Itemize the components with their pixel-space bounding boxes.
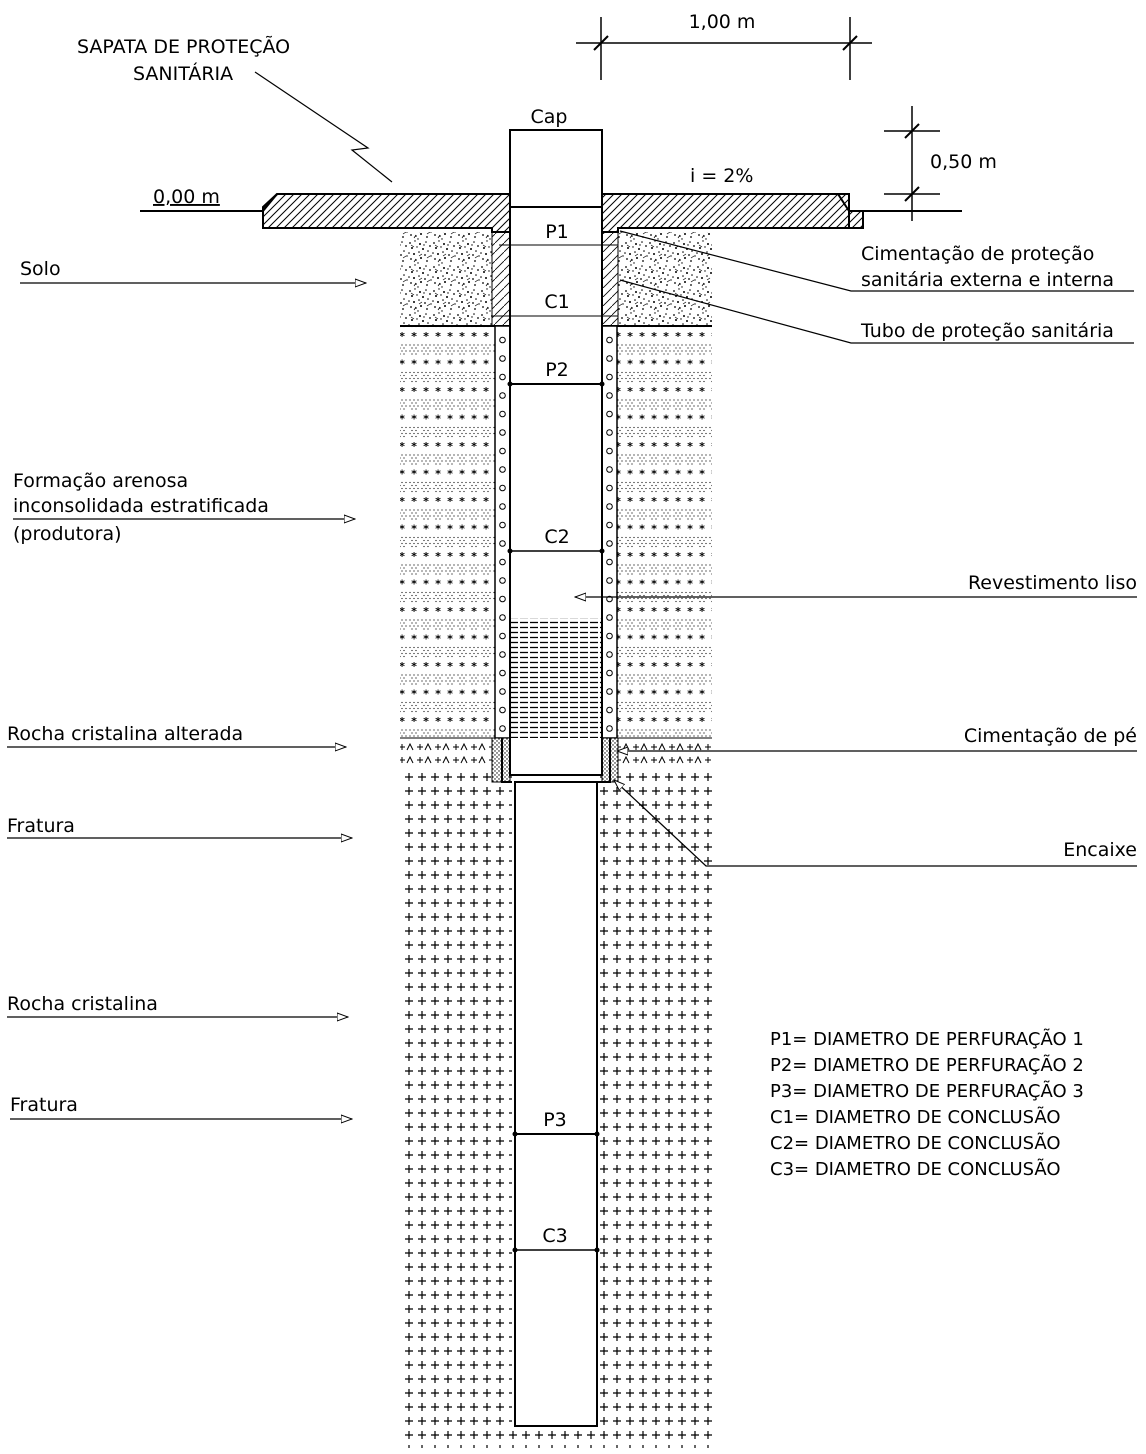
gravel-circle	[499, 392, 506, 399]
gravel-circle	[606, 447, 613, 455]
sanitary-grout-left	[491, 231, 511, 327]
gravel-circle	[606, 392, 613, 399]
gravel-circle	[606, 373, 613, 381]
gravel-circle	[499, 410, 506, 418]
gravel-circle	[606, 669, 613, 677]
sapata-label-line2: SANITÁRIA	[133, 62, 233, 85]
legend-p1: P1= DIAMETRO DE PERFURAÇÃO 1	[770, 1028, 1084, 1050]
ground-level-label: 0,00 m	[153, 186, 220, 208]
gravel-circle	[606, 577, 613, 584]
width-dimension: 1,00 m	[689, 11, 756, 33]
label-cimentacao-protecao-1: Cimentação de proteção	[861, 243, 1094, 265]
legend-p3: P3= DIAMETRO DE PERFURAÇÃO 3	[770, 1080, 1084, 1102]
gravel-circle	[606, 651, 613, 658]
gravel-circle	[606, 503, 613, 510]
gravel-circle	[499, 706, 506, 714]
gravel-circle	[499, 373, 506, 381]
gravel-circle	[606, 355, 613, 362]
tag-p1: P1	[545, 221, 569, 243]
gravel-circle	[606, 725, 613, 732]
geology-layers	[400, 232, 712, 1448]
sand-formation-right	[617, 326, 712, 738]
gravel-circle	[499, 725, 506, 732]
left-labels: Solo Formação arenosa inconsolidada estr…	[7, 258, 366, 1119]
tag-p3: P3	[543, 1109, 567, 1131]
gravel-circle	[606, 429, 613, 436]
tag-c3: C3	[542, 1225, 567, 1247]
weathered-rock-right	[615, 738, 712, 768]
well-casing	[501, 129, 611, 1427]
gravel-circle	[606, 540, 613, 547]
gravel-circle	[606, 484, 613, 492]
gravel-circle	[499, 614, 506, 621]
legend-c1: C1= DIAMETRO DE CONCLUSÃO	[770, 1106, 1061, 1128]
legend-c2: C2= DIAMETRO DE CONCLUSÃO	[770, 1132, 1061, 1154]
gravel-circle	[499, 669, 506, 677]
sapata-label-line1: SAPATA DE PROTEÇÃO	[77, 35, 290, 58]
tag-c2: C2	[544, 526, 569, 548]
gravel-circle	[499, 577, 506, 584]
right-labels: Cimentação de proteção sanitária externa…	[575, 230, 1137, 867]
cap	[509, 129, 603, 208]
sand-formation-left	[400, 326, 495, 738]
label-rocha-alterada: Rocha cristalina alterada	[7, 723, 243, 745]
gravel-circle	[606, 336, 613, 344]
gravel-circle	[499, 632, 506, 640]
legend-c3: C3= DIAMETRO DE CONCLUSÃO	[770, 1158, 1061, 1180]
label-revestimento: Revestimento liso	[968, 572, 1137, 594]
gravel-circle	[499, 429, 506, 436]
gravel-circle	[499, 540, 506, 547]
slope-label: i = 2%	[690, 165, 753, 187]
gravel-circle	[499, 595, 506, 603]
cap-label: Cap	[531, 106, 568, 128]
label-rocha-cristalina: Rocha cristalina	[7, 993, 158, 1015]
tag-c1: C1	[544, 291, 569, 313]
gravel-circle	[499, 688, 506, 695]
well-screen	[511, 618, 601, 738]
legend: P1= DIAMETRO DE PERFURAÇÃO 1 P2= DIAMETR…	[770, 1028, 1084, 1180]
tag-p2: P2	[545, 359, 569, 381]
gravel-circle	[606, 614, 613, 621]
legend-p2: P2= DIAMETRO DE PERFURAÇÃO 2	[770, 1054, 1084, 1076]
gravel-circle	[499, 484, 506, 492]
gravel-circle	[499, 651, 506, 658]
soil-layer-left	[400, 232, 492, 326]
label-fratura-2: Fratura	[10, 1094, 78, 1116]
label-fratura-1: Fratura	[7, 815, 75, 837]
gravel-circle	[606, 466, 613, 473]
gravel-circle	[499, 503, 506, 510]
soil-layer-right	[618, 232, 712, 326]
gravel-circle	[606, 688, 613, 695]
diameter-dimensions: P1 C1 P2 C2 P3 C3	[492, 221, 618, 1253]
crystalline-rock-bottom	[400, 1426, 712, 1448]
label-cimentacao-pe: Cimentação de pé	[964, 725, 1137, 747]
dimension-markers: 1,00 m 0,50 m 0,00 m i = 2% Cap SAPATA D…	[77, 11, 997, 221]
height-dimension: 0,50 m	[930, 151, 997, 173]
label-encaixe: Encaixe	[1063, 839, 1137, 861]
label-formacao-3: (produtora)	[13, 523, 122, 545]
weathered-rock-left	[400, 738, 492, 768]
sanitary-grout-right	[601, 231, 619, 327]
gravel-circle	[499, 447, 506, 455]
gravel-circle	[499, 466, 506, 473]
gravel-circle	[606, 558, 613, 566]
label-tubo-protecao: Tubo de proteção sanitária	[860, 320, 1114, 342]
crystalline-rock-right	[598, 768, 712, 1438]
gravel-circle	[606, 521, 613, 529]
gravel-circle	[499, 336, 506, 344]
label-formacao-1: Formação arenosa	[13, 470, 188, 492]
gravel-circle	[499, 355, 506, 362]
gravel-circle	[499, 521, 506, 529]
label-cimentacao-protecao-2: sanitária externa e interna	[861, 269, 1114, 291]
gravel-circle	[499, 558, 506, 566]
gravel-circle	[606, 706, 613, 714]
gravel-circle	[606, 632, 613, 640]
label-formacao-2: inconsolidada estratificada	[13, 495, 269, 517]
open-hole	[514, 781, 598, 1427]
crystalline-rock-left	[400, 768, 512, 1438]
label-solo: Solo	[20, 258, 61, 280]
gravel-circle	[606, 410, 613, 418]
gravel-circle	[606, 595, 613, 603]
